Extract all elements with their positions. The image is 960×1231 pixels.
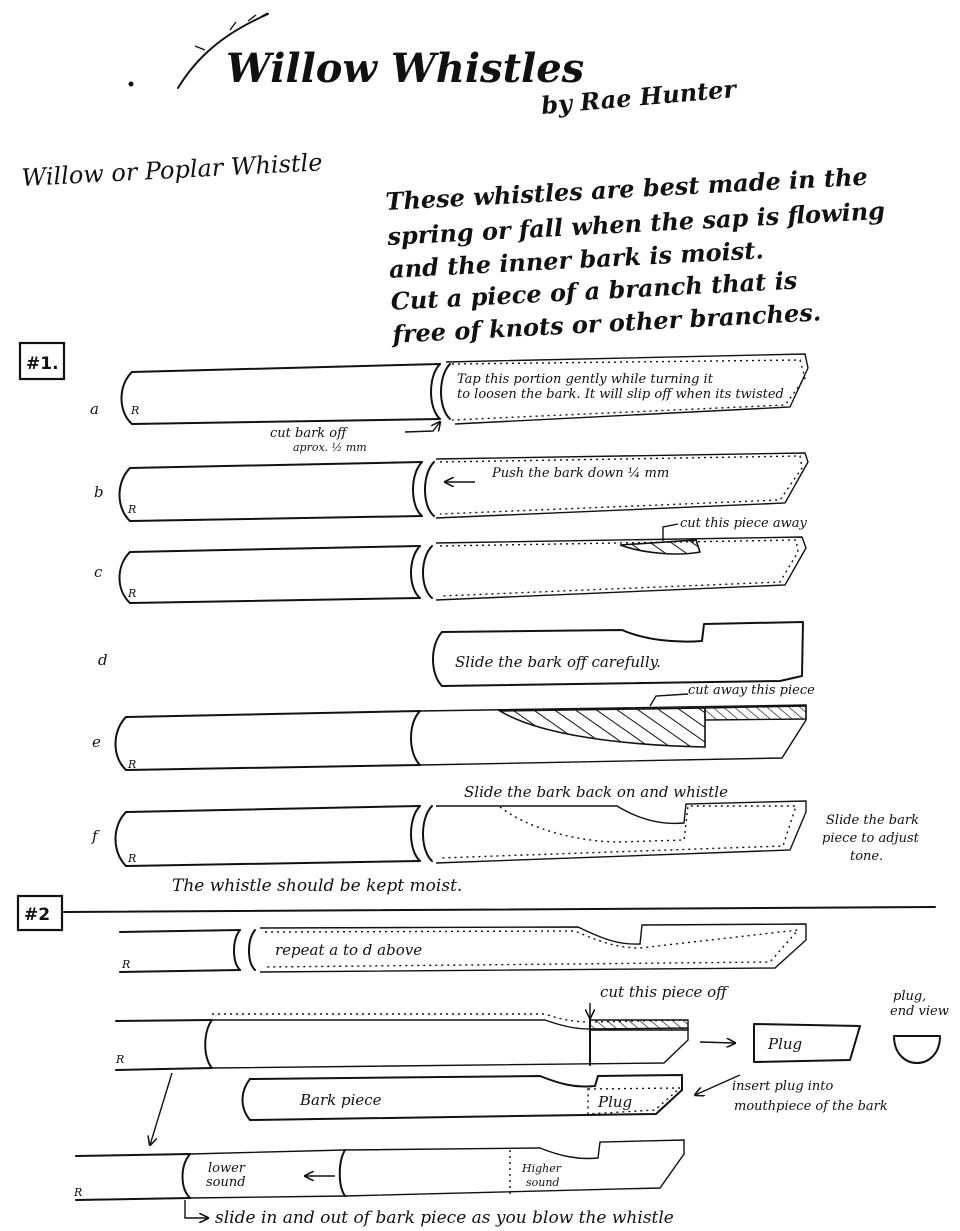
- svg-text:R: R: [73, 1186, 82, 1199]
- svg-text:R: R: [127, 587, 136, 600]
- svg-text:R: R: [127, 503, 136, 516]
- step-e-note: cut away this piece: [688, 683, 815, 698]
- step-e-drawing: e R cut away this piece: [92, 683, 815, 771]
- step-2-bark-piece-drawing: Bark piece Plug insert plug into mouthpi…: [241, 1074, 888, 1121]
- step-f-side-note: tone.: [850, 849, 883, 864]
- svg-text:R: R: [127, 758, 136, 771]
- step-a-note: to loosen the bark. It will slip off whe…: [457, 387, 784, 402]
- step-letter: a: [90, 400, 99, 418]
- higher-sound-label: sound: [526, 1176, 559, 1189]
- repeat-note: repeat a to d above: [275, 941, 422, 959]
- step-b-note: Push the bark down ¼ mm: [491, 466, 669, 481]
- step-letter: b: [94, 483, 104, 501]
- step-a-cut-note: cut bark off: [270, 426, 349, 441]
- plug-label: Plug: [767, 1035, 802, 1053]
- step-a-cut-note: aprox. ½ mm: [293, 441, 367, 454]
- page-title: Willow Whistles: [226, 45, 584, 92]
- section-1-marker: #1.: [18, 341, 66, 381]
- plug-end-note: plug,: [893, 989, 926, 1004]
- slide-note: slide in and out of bark piece as you bl…: [215, 1208, 674, 1228]
- plug-in-bark-label: Plug: [597, 1093, 632, 1111]
- lower-sound-label: sound: [206, 1175, 246, 1190]
- higher-sound-label: Higher: [521, 1162, 562, 1175]
- step-2-repeat-drawing: R repeat a to d above: [119, 923, 807, 973]
- step-f-note: Slide the bark back on and whistle: [464, 783, 728, 801]
- svg-text:R: R: [127, 852, 136, 865]
- section-divider: [63, 906, 936, 913]
- step-f-drawing: Slide the bark back on and whistle f R S…: [91, 783, 920, 867]
- step-b-drawing: b R Push the bark down ¼ mm: [94, 452, 809, 522]
- bark-piece-label: Bark piece: [299, 1091, 382, 1109]
- step-2-plug-cut-drawing: cut this piece off R Plug plug, end view: [115, 983, 949, 1071]
- insert-note: mouthpiece of the bark: [734, 1099, 888, 1114]
- step-letter: d: [98, 651, 108, 669]
- step-f-side-note: Slide the bark: [826, 813, 919, 828]
- svg-text:R: R: [115, 1053, 124, 1066]
- step-c-drawing: c R cut this piece away: [94, 516, 807, 604]
- step-d-note: Slide the bark off carefully.: [455, 653, 661, 671]
- step-c-note: cut this piece away: [680, 516, 807, 531]
- section-1-footer: The whistle should be kept moist.: [172, 876, 462, 896]
- intro-paragraph: These whistles are best made in the spri…: [385, 162, 886, 349]
- insert-note: insert plug into: [732, 1079, 834, 1094]
- step-letter: f: [91, 827, 100, 845]
- svg-text:#2: #2: [24, 905, 50, 925]
- step-f-side-note: piece to adjust: [822, 831, 920, 846]
- step-letter: e: [92, 733, 101, 751]
- step-2-assembled-drawing: R lower sound Higher sound slide in and …: [73, 1072, 685, 1228]
- lower-sound-label: lower: [208, 1161, 246, 1176]
- section-heading: Willow or Poplar Whistle: [21, 148, 323, 192]
- cut-off-note: cut this piece off: [600, 983, 729, 1001]
- twig-drawing: [128, 12, 269, 89]
- step-letter: c: [94, 563, 103, 581]
- svg-text:R: R: [130, 404, 139, 417]
- section-2-marker: #2: [16, 894, 64, 932]
- step-a-drawing: a R Tap this portion gently while turnin…: [90, 353, 809, 454]
- svg-text:#1.: #1.: [26, 354, 59, 374]
- plug-end-note: end view: [890, 1004, 949, 1019]
- step-a-note: Tap this portion gently while turning it: [457, 372, 714, 387]
- step-d-drawing: d Slide the bark off carefully.: [98, 621, 804, 687]
- svg-text:R: R: [121, 958, 130, 971]
